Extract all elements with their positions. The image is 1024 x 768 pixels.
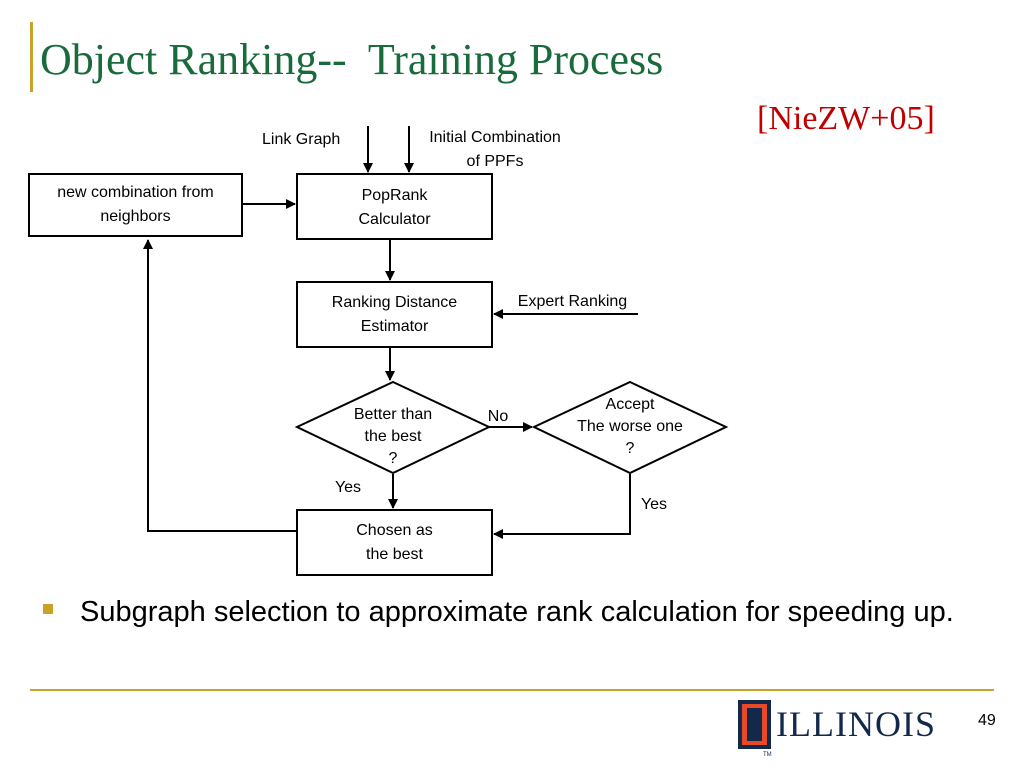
page-number: 49 [978,712,996,729]
edge-yes-right [493,474,631,539]
edge-loop-back [143,239,297,532]
illinois-logo-i [747,708,762,741]
illinois-wordmark: ILLINOIS [776,704,936,744]
trademark: TM [763,752,772,758]
slide-title: Object Ranking-- Training Process [40,35,664,84]
poprank-label: PopRank Calculator [358,187,431,228]
edge-yes-left-label: Yes [334,479,362,496]
accept-worse-diamond [531,380,729,475]
edge-no-label: No [487,408,509,425]
footer-rule [30,689,994,691]
ranking-distance-box [296,281,493,348]
bullet-text: Subgraph selection to approximate rank c… [80,596,954,628]
accept-worse-label: Accept The worse one ? [577,396,683,457]
link-graph-label: Link Graph [262,131,341,148]
training-flowchart [28,126,729,576]
citation: [NieZW+05] [757,100,935,137]
ranking-distance-label: Ranking Distance Estimator [331,294,458,335]
chosen-best-box [296,509,493,576]
better-than-best-label: Better than the best ? [353,406,433,467]
edge-yes-right-label: Yes [640,496,668,513]
title-accent-bar [30,22,33,92]
poprank-box [296,173,493,240]
bullet-marker [43,604,53,614]
initial-combination-label: Initial Combination of PPFs [429,129,561,170]
better-than-best-diamond [294,380,492,475]
expert-ranking-label: Expert Ranking [517,293,628,310]
chosen-best-label: Chosen as the best [356,522,433,563]
new-combination-label: new combination from neighbors [57,184,214,225]
